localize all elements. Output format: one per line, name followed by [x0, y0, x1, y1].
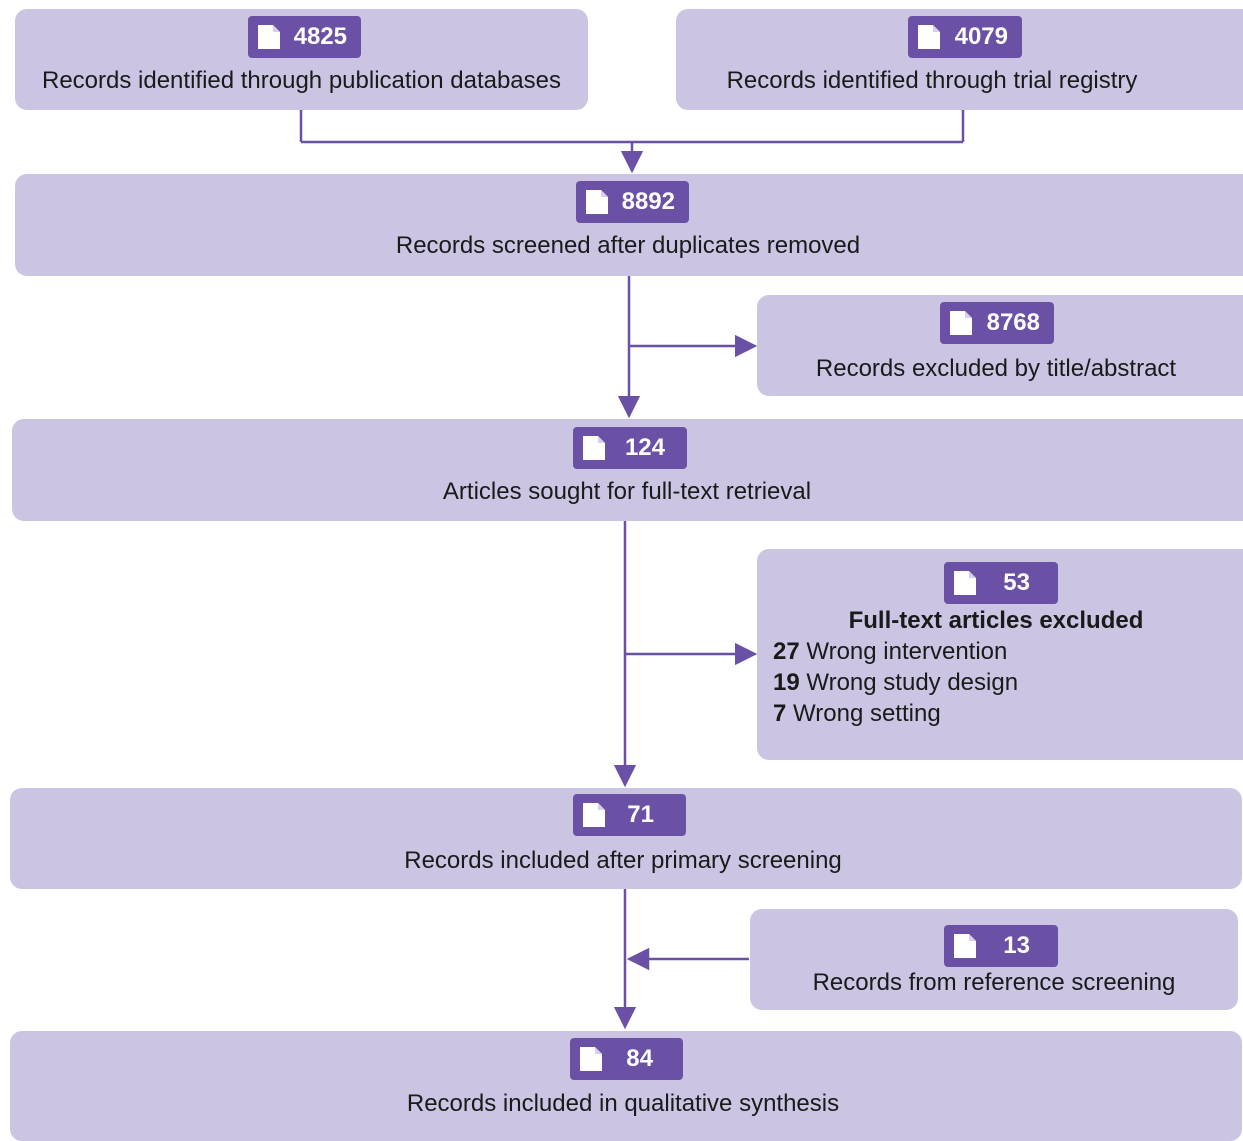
box-qualitative-synthesis: 84 Records included in qualitative synth…: [10, 1031, 1242, 1141]
box-label: Articles sought for full-text retrieval: [442, 478, 812, 505]
document-icon: [918, 25, 940, 49]
record-count: 53: [1003, 569, 1030, 596]
document-icon: [950, 311, 972, 335]
reason-text: Wrong setting: [793, 700, 941, 727]
reason-count: 27: [773, 638, 800, 665]
box-reference-screening: 13 Records from reference screening: [750, 909, 1238, 1010]
record-count: 8892: [621, 188, 675, 215]
box-label: Records included in qualitative synthesi…: [406, 1090, 840, 1117]
count-badge: 8892: [576, 181, 689, 223]
box-screened: 8892 Records screened after duplicates r…: [15, 174, 1243, 276]
record-count: 84: [626, 1045, 653, 1072]
exclusion-reason: 19 Wrong study design: [773, 669, 1018, 697]
document-icon: [583, 803, 605, 827]
count-badge: 71: [573, 794, 686, 836]
count-badge: 8768: [940, 302, 1054, 344]
count-badge: 53: [944, 562, 1058, 604]
count-badge: 4825: [248, 16, 361, 58]
box-label: Records identified through trial registr…: [726, 67, 1138, 94]
box-full-text-sought: 124 Articles sought for full-text retrie…: [12, 419, 1243, 521]
box-label: Records from reference screening: [812, 969, 1176, 996]
document-icon: [258, 25, 280, 49]
reason-count: 7: [773, 700, 787, 727]
document-icon: [580, 1047, 602, 1071]
reason-text: Wrong intervention: [806, 638, 1008, 665]
excluded-title: Full-text articles excluded: [848, 607, 1144, 634]
count-badge: 84: [570, 1038, 683, 1080]
reason-text: Wrong study design: [806, 669, 1019, 696]
document-icon: [954, 934, 976, 958]
record-count: 4825: [293, 23, 347, 50]
reason-count: 19: [773, 669, 800, 696]
box-full-text-excluded: 53 Full-text articles excluded 27 Wrong …: [757, 549, 1243, 760]
count-badge: 124: [573, 427, 687, 469]
document-icon: [586, 190, 608, 214]
box-trial-registry: 4079 Records identified through trial re…: [676, 9, 1243, 110]
exclusion-reason: 27 Wrong intervention: [773, 638, 1007, 666]
box-primary-included: 71 Records included after primary screen…: [10, 788, 1242, 889]
document-icon: [583, 436, 605, 460]
record-count: 124: [624, 434, 665, 461]
exclusion-reason: 7 Wrong setting: [773, 700, 941, 728]
record-count: 4079: [954, 23, 1008, 50]
record-count: 8768: [986, 309, 1040, 336]
box-excluded-title-abstract: 8768 Records excluded by title/abstract: [757, 295, 1243, 396]
record-count: 13: [1003, 932, 1030, 959]
box-label: Records identified through publication d…: [41, 67, 561, 94]
document-icon: [954, 571, 976, 595]
box-label: Records included after primary screening: [404, 847, 842, 874]
box-publication-databases: 4825 Records identified through publicat…: [15, 9, 588, 110]
box-label: Records excluded by title/abstract: [815, 355, 1177, 382]
count-badge: 13: [944, 925, 1058, 967]
count-badge: 4079: [908, 16, 1022, 58]
record-count: 71: [627, 801, 654, 828]
box-label: Records screened after duplicates remove…: [395, 232, 861, 259]
